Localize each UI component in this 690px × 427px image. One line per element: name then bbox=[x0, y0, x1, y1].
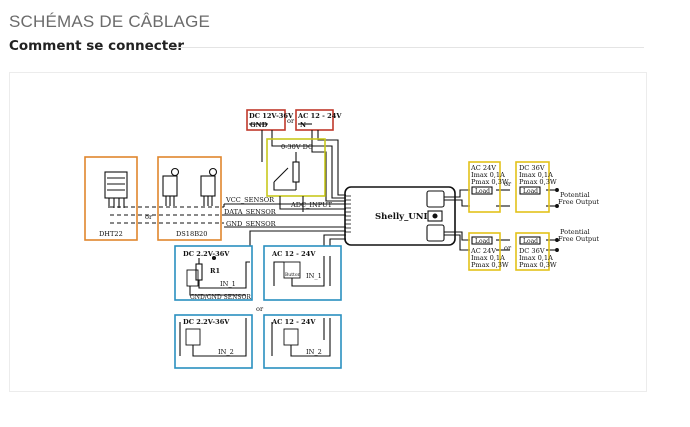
dht22-sensor-box bbox=[84, 156, 138, 241]
out2-dc-pmax: Pmax 0,3W bbox=[519, 261, 557, 269]
input1-ac-box bbox=[263, 245, 342, 301]
out1-dc-load: Load bbox=[523, 188, 538, 195]
input2-ac-box bbox=[263, 314, 342, 369]
analog-range-label: 0-30V DC bbox=[281, 143, 313, 151]
out2-free-output-label: Free Output bbox=[558, 235, 599, 243]
in1-ac-title: AC 12 - 24V bbox=[271, 250, 316, 258]
out1-ac-title: AC 24V bbox=[470, 164, 496, 172]
power-or-label: or bbox=[287, 117, 295, 125]
out2-ac-imax: Imax 0,1A bbox=[471, 254, 505, 262]
output1-ac-box bbox=[468, 161, 501, 213]
out1-free-output-label: Free Output bbox=[558, 198, 599, 206]
gnd-sensor-label: GND_SENSOR bbox=[226, 220, 277, 228]
out2-ac-pmax: Pmax 0,3W bbox=[471, 261, 509, 269]
page-title: SCHÉMAS DE CÂBLAGE bbox=[9, 12, 211, 31]
diagram-frame bbox=[9, 72, 647, 392]
out2-dc-load: Load bbox=[523, 238, 538, 245]
in2-dc-input-label: IN_2 bbox=[218, 348, 234, 356]
out1-ac-load: Load bbox=[475, 188, 490, 195]
power-n-label: N bbox=[300, 121, 306, 129]
in1-dc-input-label: IN_1 bbox=[220, 280, 236, 288]
gnd-gnd-sensor-label: GND/GND SENSOR bbox=[190, 294, 251, 301]
out2-ac-title: AC 24V bbox=[470, 247, 496, 255]
shelly-uni-device bbox=[344, 186, 456, 246]
out2-dc-title: DC 36V bbox=[519, 247, 545, 255]
in1-dc-title: DC 2.2V-36V bbox=[183, 250, 230, 258]
power-ac-label: AC 12 - 24V bbox=[297, 112, 342, 120]
output1-dc-box bbox=[515, 161, 550, 213]
out1-or-label: or bbox=[504, 180, 512, 188]
output2-dc-box bbox=[515, 232, 550, 271]
input1-dc-box bbox=[174, 245, 253, 301]
power-dc-label: DC 12V-36V bbox=[249, 112, 294, 120]
out2-potential-label: Potential bbox=[560, 228, 590, 236]
vcc-sensor-label: VCC_SENSOR bbox=[225, 196, 275, 204]
out1-ac-imax: Imax 0,1A bbox=[471, 171, 505, 179]
power-dc-box bbox=[246, 109, 286, 131]
out1-ac-pmax: Pmax 0,3W bbox=[471, 178, 509, 186]
section-subtitle: Comment se connecter bbox=[9, 38, 185, 54]
out1-dc-pmax: Pmax 0,3W bbox=[519, 178, 557, 186]
button-label: Button bbox=[285, 272, 301, 278]
subtitle-divider bbox=[170, 47, 644, 48]
r1-label: R1 bbox=[210, 267, 220, 275]
sensor-or-label: or bbox=[145, 213, 153, 221]
dht22-label: DHT22 bbox=[99, 230, 123, 238]
data-sensor-label: DATA_SENSOR bbox=[224, 208, 277, 216]
in2-ac-input-label: IN_2 bbox=[306, 348, 322, 356]
ds18b20-sensor-box bbox=[157, 156, 222, 241]
input-or-label: or bbox=[256, 305, 264, 313]
in2-ac-title: AC 12 - 24V bbox=[271, 318, 316, 326]
in2-dc-title: DC 2.2V-36V bbox=[183, 318, 230, 326]
analog-input-box bbox=[266, 138, 326, 197]
power-ac-box bbox=[295, 109, 334, 131]
power-gnd-label: GND bbox=[250, 121, 268, 129]
in1-ac-input-label: IN_1 bbox=[306, 272, 322, 280]
adc-input-label: ADC_INPUT bbox=[290, 201, 333, 209]
output2-ac-box bbox=[468, 232, 501, 271]
device-name: Shelly_UNI bbox=[375, 212, 428, 222]
out1-potential-label: Potential bbox=[560, 191, 590, 199]
out1-dc-imax: Imax 0,1A bbox=[519, 171, 553, 179]
out2-dc-imax: Imax 0,1A bbox=[519, 254, 553, 262]
input2-dc-box bbox=[174, 314, 253, 369]
ds18b20-label: DS18B20 bbox=[176, 230, 207, 238]
out1-dc-title: DC 36V bbox=[519, 164, 545, 172]
out2-or-label: or bbox=[504, 244, 512, 252]
out2-ac-load: Load bbox=[475, 238, 490, 245]
